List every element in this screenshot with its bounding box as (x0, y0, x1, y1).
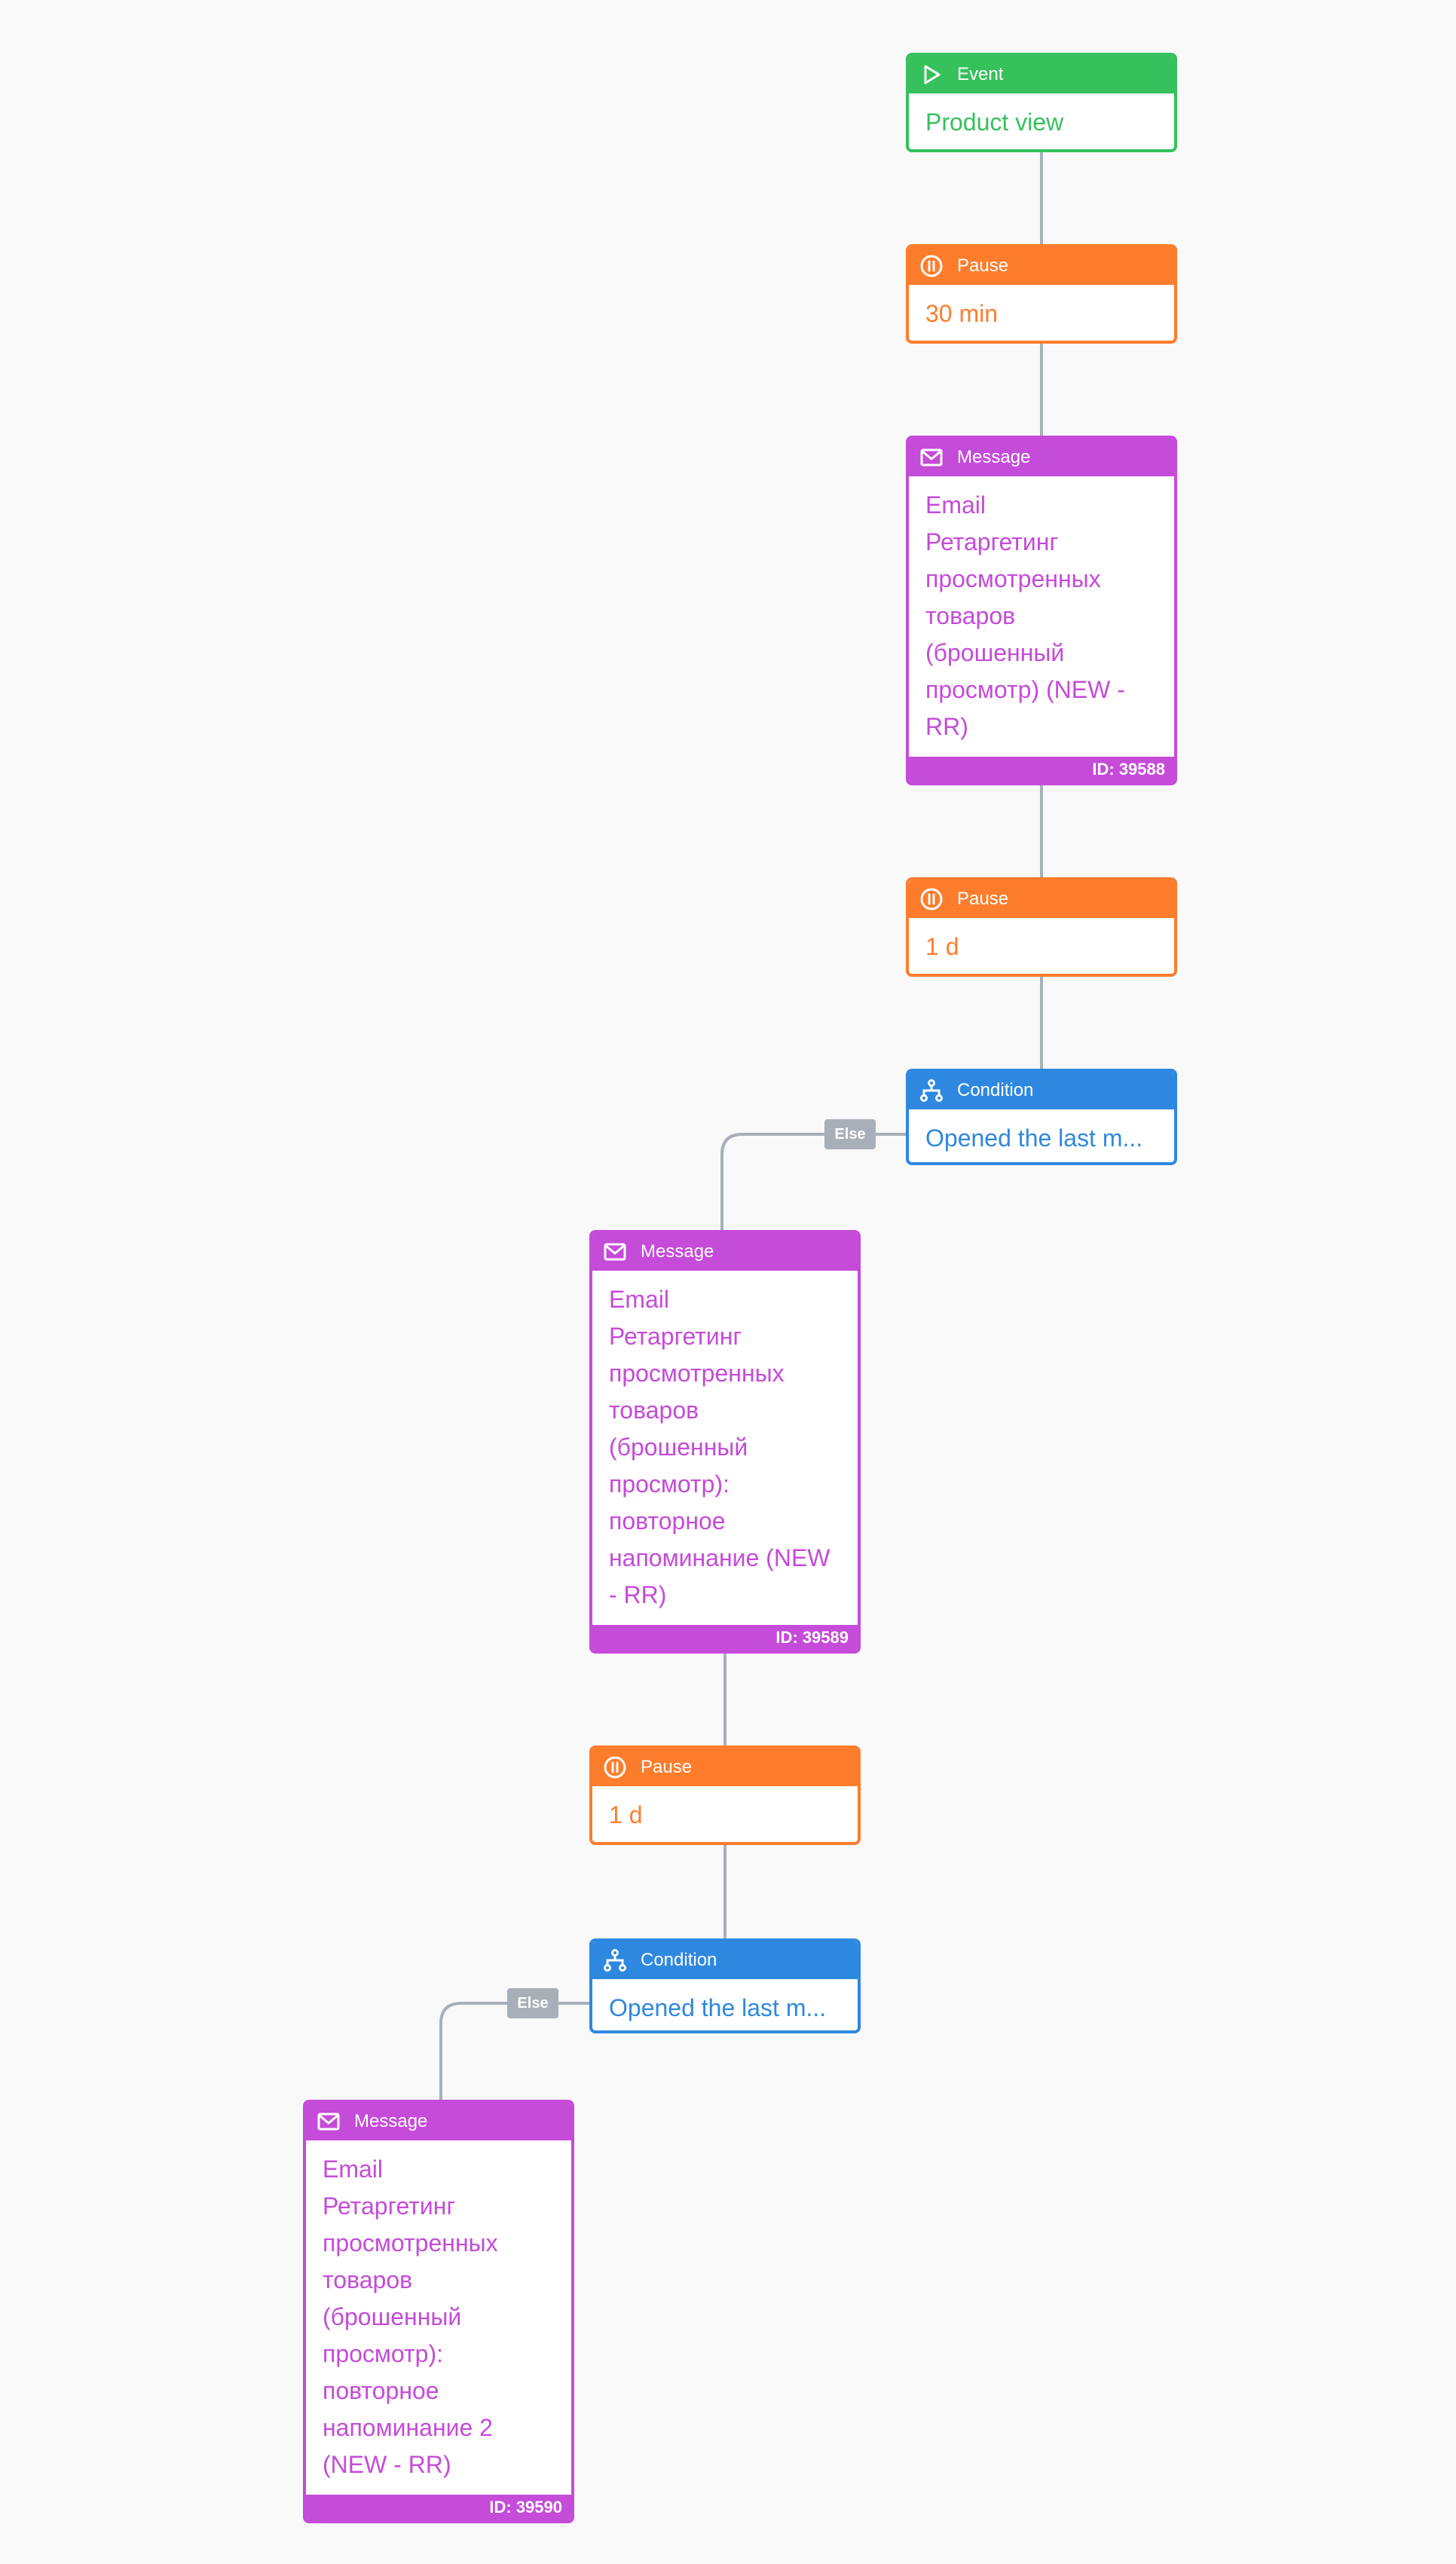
branch-icon (604, 1949, 626, 1972)
message-node-title: Message (641, 1241, 714, 1262)
message-node-header: Message (909, 439, 1174, 476)
pause-node[interactable]: Pause 1 d (589, 1746, 861, 1845)
message-node-body: Email Ретаргетинг просмотренных товаров … (909, 476, 1174, 753)
condition-node-title: Condition (641, 1950, 717, 1970)
message-line: напоминание 2 (323, 2414, 493, 2441)
event-node-text: Product view (925, 109, 1064, 136)
condition-node-title: Condition (957, 1080, 1034, 1100)
condition-node-text: Opened the last m... (925, 1124, 1143, 1152)
envelope-icon (317, 2113, 340, 2131)
message-line: (брошенный (609, 1433, 748, 1461)
else-branch-label[interactable]: Else (507, 1988, 558, 2018)
condition-node[interactable]: Condition Opened the last m... (589, 1938, 861, 2033)
event-node-body: Product view (909, 93, 1174, 148)
pause-icon (920, 255, 943, 277)
message-line: RR) (925, 713, 968, 740)
pause-node-body: 30 min (909, 285, 1174, 340)
message-line: товаров (323, 2266, 413, 2293)
message-line: просмотр): (609, 1470, 730, 1498)
envelope-icon (920, 448, 943, 467)
message-node-header: Message (592, 1233, 858, 1271)
event-node-title: Event (957, 64, 1004, 84)
message-id: ID: 39589 (592, 1625, 858, 1651)
message-line: (NEW - RR) (323, 2451, 451, 2478)
message-line: Ретаргетинг (925, 528, 1059, 555)
message-line: просмотренных (609, 1360, 785, 1387)
message-line: просмотренных (925, 565, 1101, 592)
pause-node-header: Pause (909, 247, 1174, 285)
message-line: повторное (609, 1507, 726, 1534)
connector-condition-else-message (439, 2002, 591, 2101)
message-node-body: Email Ретаргетинг просмотренных товаров … (592, 1271, 858, 1621)
pause-node-body: 1 d (592, 1786, 858, 1841)
condition-node-header: Condition (909, 1072, 1174, 1109)
message-line: Email (925, 491, 986, 519)
message-line: просмотренных (323, 2229, 498, 2257)
pause-icon (604, 1756, 626, 1779)
pause-node-text: 1 d (925, 933, 959, 960)
condition-node-header: Condition (592, 1941, 858, 1979)
message-line: просмотр) (NEW - (925, 676, 1125, 703)
message-line: - RR) (609, 1581, 667, 1608)
message-id: ID: 39590 (306, 2495, 571, 2520)
event-node-header: Event (909, 56, 1174, 93)
message-node[interactable]: Message Email Ретаргетинг просмотренных … (303, 2100, 574, 2523)
message-line: напоминание (NEW (609, 1544, 830, 1571)
pause-node[interactable]: Pause 30 min (906, 244, 1177, 344)
condition-node-text: Opened the last m... (609, 1994, 827, 2021)
event-node[interactable]: Event Product view (906, 53, 1177, 152)
condition-node-body: Opened the last m... (592, 1979, 858, 2030)
pause-node-text: 1 d (609, 1801, 643, 1828)
pause-node[interactable]: Pause 1 d (906, 877, 1177, 977)
message-node-body: Email Ретаргетинг просмотренных товаров … (306, 2140, 571, 2491)
condition-node[interactable]: Condition Opened the last m... (906, 1069, 1177, 1165)
pause-node-body: 1 d (909, 918, 1174, 973)
message-node[interactable]: Message Email Ретаргетинг просмотренных … (906, 436, 1177, 785)
message-node-header: Message (306, 2103, 571, 2140)
connector-condition-else-message (720, 1133, 907, 1232)
message-line: (брошенный (323, 2303, 462, 2330)
message-line: Email (323, 2156, 384, 2183)
message-line: Email (609, 1286, 670, 1313)
message-line: просмотр): (323, 2340, 444, 2367)
message-node[interactable]: Message Email Ретаргетинг просмотренных … (589, 1230, 861, 1654)
branch-icon (920, 1079, 943, 1102)
condition-node-body: Opened the last m... (909, 1109, 1174, 1162)
play-icon (924, 65, 941, 84)
message-line: повторное (323, 2377, 439, 2404)
message-line: товаров (925, 602, 1016, 629)
pause-node-header: Pause (592, 1749, 858, 1786)
else-branch-label[interactable]: Else (824, 1119, 876, 1149)
envelope-icon (604, 1243, 626, 1261)
message-id: ID: 39588 (909, 757, 1174, 782)
message-node-title: Message (957, 447, 1031, 467)
pause-node-header: Pause (909, 880, 1174, 918)
pause-node-title: Pause (957, 255, 1009, 276)
message-line: товаров (609, 1397, 699, 1424)
pause-node-title: Pause (957, 889, 1009, 909)
pause-node-text: 30 min (925, 300, 999, 327)
pause-icon (920, 888, 943, 910)
message-node-title: Message (354, 2111, 428, 2131)
message-line: Ретаргетинг (323, 2192, 456, 2220)
message-line: Ретаргетинг (609, 1323, 742, 1350)
pause-node-title: Pause (641, 1757, 693, 1777)
message-line: (брошенный (925, 639, 1065, 666)
